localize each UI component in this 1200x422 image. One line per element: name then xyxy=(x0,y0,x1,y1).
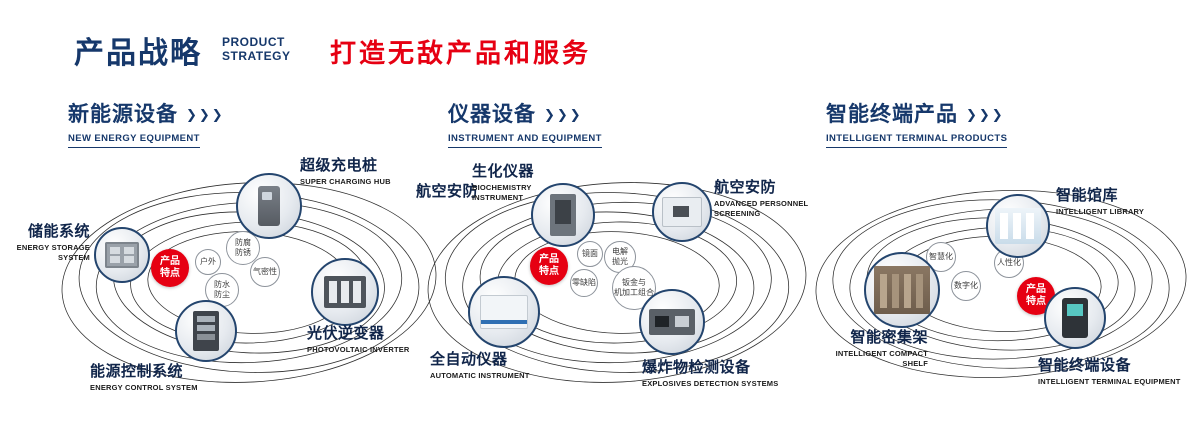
product-image-personnel-screening xyxy=(652,182,712,242)
biochemistry-cabinet-photo xyxy=(550,194,576,236)
product-label-automatic-instrument: 全自动仪器 AUTOMATIC INSTRUMENT xyxy=(430,351,530,380)
inverter-photo xyxy=(324,276,366,308)
product-image-compact-shelf xyxy=(864,252,940,328)
feature-tag-mirror-finish: 镜面 xyxy=(577,241,603,267)
product-label-super-charging-hub: 超级充电桩 SUPER CHARGING HUB xyxy=(300,157,391,186)
page-slogan: 打造无敌产品和服务 xyxy=(330,38,592,68)
section-subtitle-intelligent-terminal: INTELLIGENT TERMINAL PRODUCTS xyxy=(826,133,1008,148)
detector-photo xyxy=(649,309,695,335)
product-image-energy-storage xyxy=(94,227,150,283)
product-label-personnel-screening: 航空安防 ADVANCED PERSONNEL SCREENING xyxy=(714,179,809,218)
page-subtitle: PRODUCT STRATEGY xyxy=(222,35,291,63)
product-label-biochemistry-instrument: 生化仪器 BIOCHEMISTRY INSTRUMENT xyxy=(472,163,535,202)
product-label-photovoltaic-inverter: 光伏逆变器 PHOTOVOLTAIC INVERTER xyxy=(307,325,410,354)
section-header-instruments: 仪器设备 ❯❯❯ INSTRUMENT AND EQUIPMENT xyxy=(448,98,602,148)
energy-storage-photo xyxy=(105,242,139,268)
feature-tag-airtightness: 气密性 xyxy=(250,257,280,287)
product-label-compact-shelf: 智能密集架 INTELLIGENT COMPACT SHELF xyxy=(835,329,928,368)
compact-shelf-photo xyxy=(874,266,930,314)
triple-arrow-icon: ❯❯❯ xyxy=(544,106,583,122)
control-cabinet-photo xyxy=(193,311,219,351)
triple-arrow-icon: ❯❯❯ xyxy=(186,106,225,122)
product-image-terminal-equipment xyxy=(1044,287,1106,349)
product-features-badge: 产品 特点 xyxy=(530,247,568,285)
section-subtitle-new-energy: NEW ENERGY EQUIPMENT xyxy=(68,133,200,148)
triple-arrow-icon: ❯❯❯ xyxy=(966,106,1005,122)
section-header-intelligent-terminal: 智能终端产品 ❯❯❯ INTELLIGENT TERMINAL PRODUCTS xyxy=(826,98,1008,148)
section-subtitle-instruments: INSTRUMENT AND EQUIPMENT xyxy=(448,133,602,148)
feature-tag-outdoor: 户外 xyxy=(195,249,221,275)
product-image-energy-control xyxy=(175,300,237,362)
product-image-intelligent-library xyxy=(986,194,1050,258)
section-title-instruments: 仪器设备 xyxy=(448,103,536,126)
product-label-energy-control: 能源控制系统 ENERGY CONTROL SYSTEM xyxy=(90,363,198,392)
product-image-explosives-detection xyxy=(639,289,705,355)
feature-tag-anticorrosion: 防腐 防锈 xyxy=(226,231,260,265)
section-title-new-energy: 新能源设备 xyxy=(68,103,178,126)
feature-tag-digital: 数字化 xyxy=(951,271,981,301)
feature-tag-waterproof: 防水 防尘 xyxy=(205,273,239,307)
section-title-intelligent-terminal: 智能终端产品 xyxy=(826,103,958,126)
product-image-automatic-instrument xyxy=(468,276,540,348)
kiosk-photo xyxy=(1062,298,1088,338)
screening-machine-photo xyxy=(662,197,702,227)
product-features-badge: 产品 特点 xyxy=(151,249,189,287)
section-header-new-energy: 新能源设备 ❯❯❯ NEW ENERGY EQUIPMENT xyxy=(68,98,225,148)
product-label-aviation-security: 航空安防 xyxy=(416,183,479,200)
charging-pile-photo xyxy=(258,186,280,226)
product-label-terminal-equipment: 智能终端设备 INTELLIGENT TERMINAL EQUIPMENT xyxy=(1038,357,1181,386)
product-label-intelligent-library: 智能馆库 INTELLIGENT LIBRARY xyxy=(1056,187,1145,216)
product-image-super-charging-hub xyxy=(236,173,302,239)
product-image-biochemistry-instrument xyxy=(531,183,595,247)
library-photo xyxy=(995,208,1041,244)
product-image-photovoltaic-inverter xyxy=(311,258,379,326)
analyzer-photo xyxy=(480,295,528,329)
feature-tag-zero-defect: 零缺陷 xyxy=(570,269,598,297)
product-label-energy-storage: 储能系统 ENERGY STORAGE SYSTEM xyxy=(16,223,90,262)
page-title: 产品战略 xyxy=(74,37,202,70)
product-label-explosives-detection: 爆炸物检测设备 EXPLOSIVES DETECTION SYSTEMS xyxy=(642,359,779,388)
